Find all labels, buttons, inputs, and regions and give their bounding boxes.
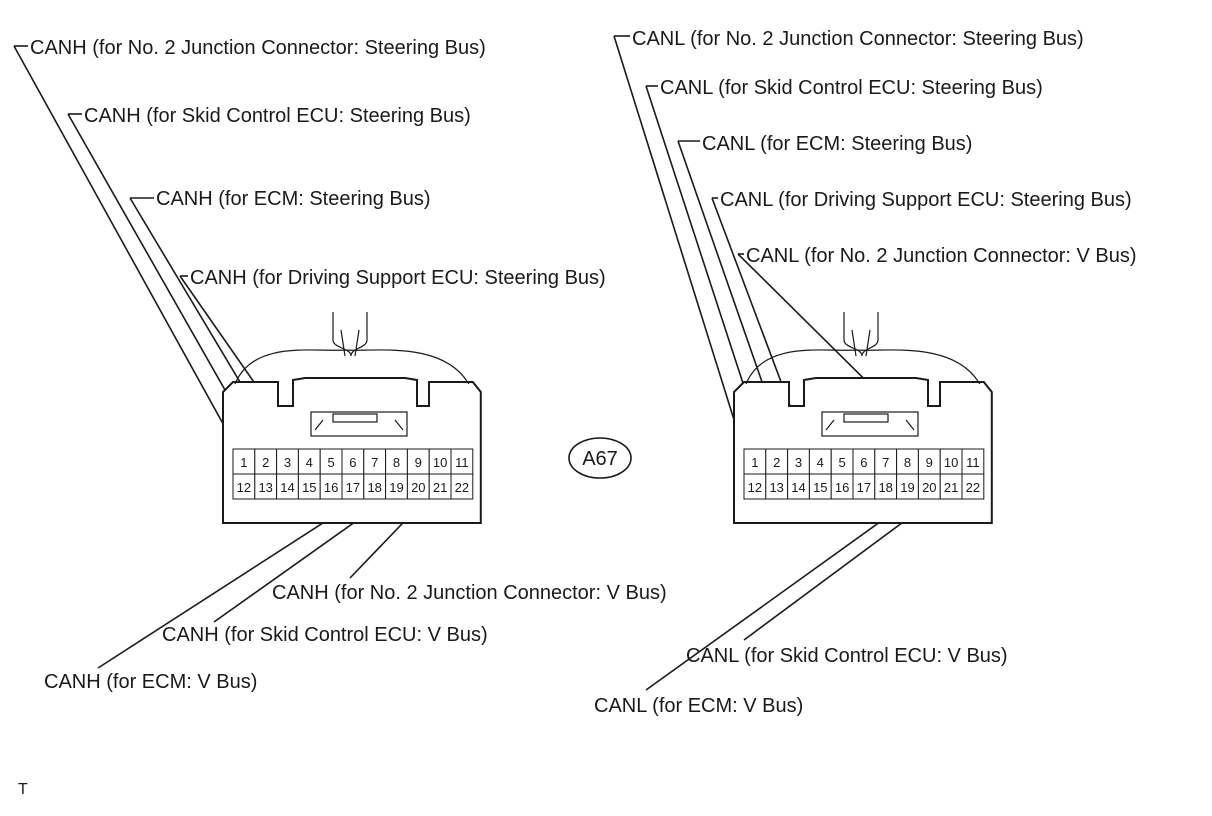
pin-number: 12 bbox=[748, 480, 762, 495]
pin-label-canh-ecm-v: CANH (for ECM: V Bus) bbox=[44, 671, 257, 693]
leader-line bbox=[613, 35, 756, 487]
pin-label-canl-dsecu-steering: CANL (for Driving Support ECU: Steering … bbox=[720, 189, 1132, 211]
pin-number: 9 bbox=[926, 455, 933, 470]
pin-number: 13 bbox=[769, 480, 783, 495]
connector-code-text: A67 bbox=[582, 448, 618, 470]
right-connector-latch bbox=[821, 411, 919, 437]
left-connector-latch-slot bbox=[332, 413, 378, 423]
pin-number: 1 bbox=[751, 455, 758, 470]
footer-mark: T bbox=[18, 781, 28, 798]
left-connector-latch bbox=[310, 411, 408, 437]
pin-label-canh-skid-v: CANH (for Skid Control ECU: V Bus) bbox=[162, 624, 488, 646]
pin-number: 20 bbox=[922, 480, 936, 495]
pin-number: 18 bbox=[367, 480, 381, 495]
pin-number: 8 bbox=[393, 455, 400, 470]
pin-number: 4 bbox=[817, 455, 824, 470]
pin-number: 10 bbox=[944, 455, 958, 470]
pin-number: 19 bbox=[900, 480, 914, 495]
pin-number: 3 bbox=[284, 455, 291, 470]
pin-number: 14 bbox=[280, 480, 294, 495]
pin-number: 12 bbox=[237, 480, 251, 495]
pin-label-canh-j2-v: CANH (for No. 2 Junction Connector: V Bu… bbox=[272, 582, 667, 604]
pin-number: 5 bbox=[838, 455, 845, 470]
pin-number: 15 bbox=[302, 480, 316, 495]
connector-code-badge bbox=[568, 437, 632, 479]
leader-line bbox=[13, 45, 245, 462]
pin-number: 11 bbox=[455, 455, 469, 470]
pin-number: 19 bbox=[389, 480, 403, 495]
pin-label-canl-skid-steering: CANL (for Skid Control ECU: Steering Bus… bbox=[660, 77, 1043, 99]
left-connector-wires bbox=[332, 312, 368, 357]
pin-label-canl-ecm-steering: CANL (for ECM: Steering Bus) bbox=[702, 133, 972, 155]
pin-number: 16 bbox=[324, 480, 338, 495]
pin-number: 5 bbox=[327, 455, 334, 470]
pin-number: 10 bbox=[433, 455, 447, 470]
pin-number: 7 bbox=[882, 455, 889, 470]
pin-number: 22 bbox=[966, 480, 980, 495]
pin-number: 17 bbox=[857, 480, 871, 495]
pin-number: 8 bbox=[904, 455, 911, 470]
pin-cell bbox=[450, 473, 474, 500]
right-connector-latch-slot bbox=[843, 413, 889, 423]
pin-number: 17 bbox=[346, 480, 360, 495]
pin-number: 20 bbox=[411, 480, 425, 495]
pin-number: 9 bbox=[415, 455, 422, 470]
pin-number: 2 bbox=[262, 455, 269, 470]
pin-label-canh-skid-steering: CANH (for Skid Control ECU: Steering Bus… bbox=[84, 105, 471, 127]
pin-number: 22 bbox=[455, 480, 469, 495]
pin-number: 4 bbox=[306, 455, 313, 470]
left-connector-latch-hook bbox=[314, 419, 404, 431]
pin-number: 18 bbox=[878, 480, 892, 495]
pin-number: 16 bbox=[835, 480, 849, 495]
right-connector-latch-hook bbox=[825, 419, 915, 431]
pin-label-canl-j2-v: CANL (for No. 2 Junction Connector: V Bu… bbox=[746, 245, 1137, 267]
pin-labels: CANH (for No. 2 Junction Connector: Stee… bbox=[30, 28, 1137, 717]
pin-number: 21 bbox=[944, 480, 958, 495]
pin-number: 6 bbox=[860, 455, 867, 470]
pin-number: 14 bbox=[791, 480, 805, 495]
pin-number: 6 bbox=[349, 455, 356, 470]
pin-label-canl-j2-steering: CANL (for No. 2 Junction Connector: Stee… bbox=[632, 28, 1084, 50]
right-connector-wires bbox=[843, 312, 879, 357]
pin-label-canh-dsecu-steering: CANH (for Driving Support ECU: Steering … bbox=[190, 267, 606, 289]
pin-number: 15 bbox=[813, 480, 827, 495]
pin-label-canl-skid-v: CANL (for Skid Control ECU: V Bus) bbox=[686, 645, 1008, 667]
pin-number: 11 bbox=[966, 455, 980, 470]
pin-label-canl-ecm-v: CANL (for ECM: V Bus) bbox=[594, 695, 803, 717]
pin-number: 7 bbox=[371, 455, 378, 470]
pin-number: 1 bbox=[240, 455, 247, 470]
pin-cell bbox=[961, 473, 985, 500]
pin-number: 2 bbox=[773, 455, 780, 470]
pin-label-canh-j2-steering: CANH (for No. 2 Junction Connector: Stee… bbox=[30, 37, 486, 59]
pin-number: 3 bbox=[795, 455, 802, 470]
pin-label-canh-ecm-steering: CANH (for ECM: Steering Bus) bbox=[156, 188, 431, 210]
pin-number: 21 bbox=[433, 480, 447, 495]
pin-number: 13 bbox=[258, 480, 272, 495]
